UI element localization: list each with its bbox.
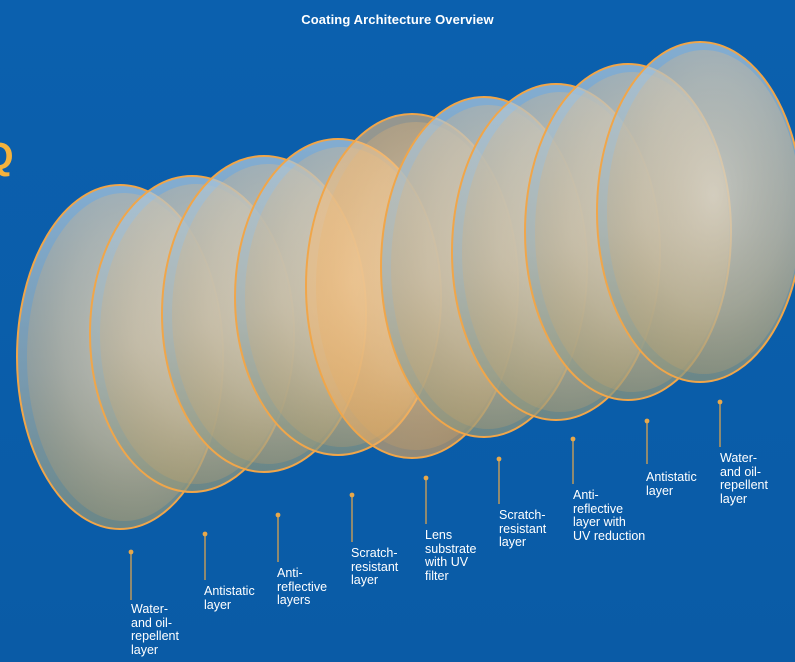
leader-dot-7 xyxy=(570,436,576,442)
layer-label-2: Antistatic layer xyxy=(204,584,255,612)
layer-label-6: Scratch- resistant layer xyxy=(499,508,547,549)
layer-label-1: Water- and oil- repellent layer xyxy=(131,602,179,657)
layer-label-7: Anti- reflective layer with UV reduction xyxy=(573,488,646,543)
leader-dot-3 xyxy=(275,512,281,518)
layer-label-4: Scratch- resistant layer xyxy=(351,546,399,587)
logo-fragment: Q xyxy=(0,138,14,176)
leader-dot-1 xyxy=(128,549,134,555)
layer-label-8: Antistatic layer xyxy=(646,470,697,498)
leader-lines xyxy=(128,399,723,600)
leader-dot-6 xyxy=(496,456,502,462)
lens-layer-9-highlight xyxy=(607,50,795,374)
layer-label-5: Lens substrate with UV filter xyxy=(425,528,477,583)
lens-layers xyxy=(16,41,795,530)
leader-dot-8 xyxy=(644,418,650,424)
leader-dot-2 xyxy=(202,531,208,537)
page-title: Coating Architecture Overview xyxy=(301,12,494,27)
leader-dot-9 xyxy=(717,399,723,405)
leader-dot-5 xyxy=(423,475,429,481)
leader-dot-4 xyxy=(349,492,355,498)
layer-label-9: Water- and oil- repellent layer xyxy=(720,451,768,506)
layer-label-3: Anti- reflective layers xyxy=(277,566,328,607)
